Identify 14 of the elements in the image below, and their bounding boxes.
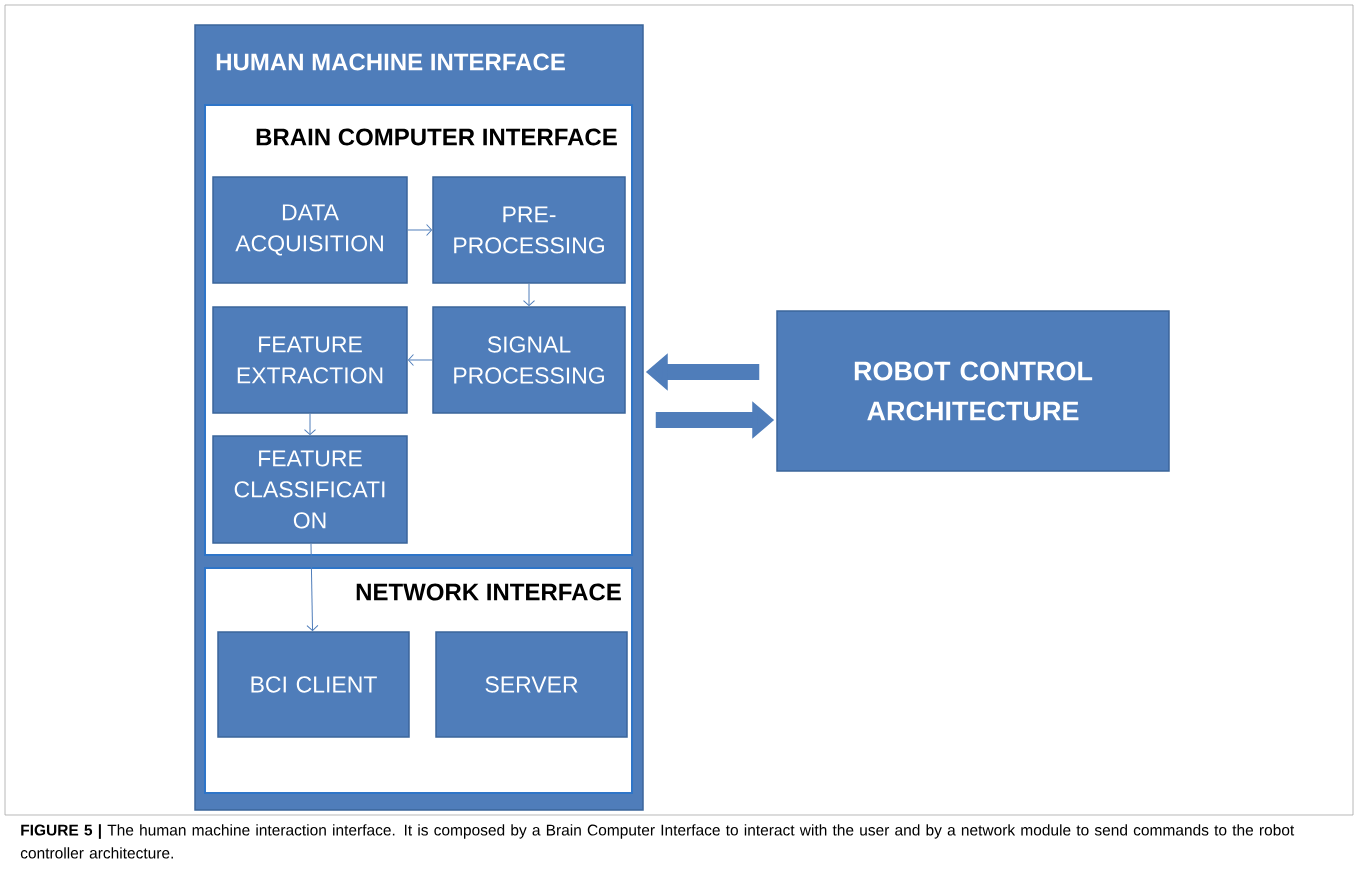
arrow xyxy=(306,543,319,632)
arrow xyxy=(407,354,433,366)
process-box: FEATURE CLASSIFICATI ON xyxy=(212,435,408,544)
process-box: ROBOT CONTROL ARCHITECTURE xyxy=(776,310,1170,472)
process-box: FEATURE EXTRACTION xyxy=(212,306,408,414)
process-box: PRE- PROCESSING xyxy=(432,176,626,284)
arrow xyxy=(304,413,316,436)
caption: FIGURE 5 | The human machine interaction interface. It is composed by a Brain Computer Interface to interact with the user and by a network module to send commands to the robot controller architecture. xyxy=(20,824,1295,859)
arrow xyxy=(523,283,535,307)
process-box: BCI CLIENT xyxy=(217,631,410,738)
arrow xyxy=(407,224,433,236)
process-box: SERVER xyxy=(435,631,628,738)
process-box: DATA ACQUISITION xyxy=(212,176,408,284)
process-box: SIGNAL PROCESSING xyxy=(432,306,626,414)
